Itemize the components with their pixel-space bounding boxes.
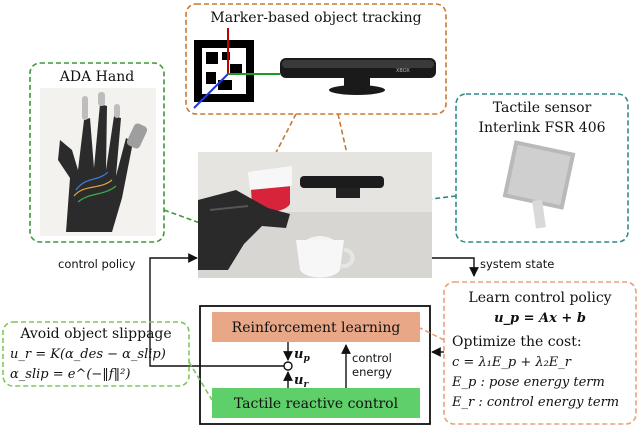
sum-junction	[283, 361, 293, 371]
system-state-label: system state	[480, 257, 554, 271]
control-energy-1: control	[352, 351, 392, 365]
slippage-eq1: u_r = K(α_des − α_slip)	[10, 347, 166, 362]
fsr-sensor-image	[502, 140, 576, 229]
control-policy-label: control policy	[58, 257, 136, 271]
control-loop-frame	[199, 305, 431, 425]
signal-up: up	[294, 347, 310, 364]
signal-ur: ur	[294, 373, 309, 390]
slippage-eq2: α_slip = e^(−‖f‖²)	[10, 367, 130, 382]
slippage-panel-title: Avoid object slippage	[19, 326, 171, 342]
control-energy-2: energy	[352, 365, 392, 379]
rl-block-label: Reinforcement learning	[232, 320, 401, 336]
marker-panel-frame	[185, 3, 447, 115]
trc-block	[212, 388, 420, 418]
kinect-camera: XBOX	[280, 58, 436, 95]
svg-text:XBOX: XBOX	[396, 68, 410, 74]
sensor-panel-frame	[455, 93, 629, 243]
trc-block-label: Tactile reactive control	[234, 396, 399, 412]
ada-panel-title: ADA Hand	[59, 69, 134, 85]
ada-panel-frame	[29, 62, 165, 243]
robot-scene-photo	[198, 152, 432, 278]
learn-panel-title: Learn control policy	[468, 290, 611, 306]
slippage-panel-frame	[2, 321, 190, 387]
optimize-text: Optimize the cost:	[452, 334, 582, 350]
control-policy-arrow	[149, 253, 284, 367]
ada-hand-image	[40, 88, 156, 236]
aruco-marker	[193, 28, 280, 109]
learn-leader	[419, 327, 445, 341]
system-state-arrow	[432, 257, 479, 277]
policy-eq: u_p = Ax + b	[494, 311, 586, 326]
ep-def: E_p : pose energy term	[451, 375, 605, 390]
cost-eq: c = λ₁E_p + λ₂E_r	[452, 355, 572, 370]
sensor-panel-title-1: Tactile sensor	[493, 100, 592, 116]
learn-panel-frame	[443, 281, 637, 425]
sensor-panel-title-2: Interlink FSR 406	[478, 120, 605, 136]
rl-block	[212, 312, 420, 342]
marker-panel-title: Marker-based object tracking	[210, 10, 421, 26]
er-def: E_r : control energy term	[451, 395, 619, 410]
